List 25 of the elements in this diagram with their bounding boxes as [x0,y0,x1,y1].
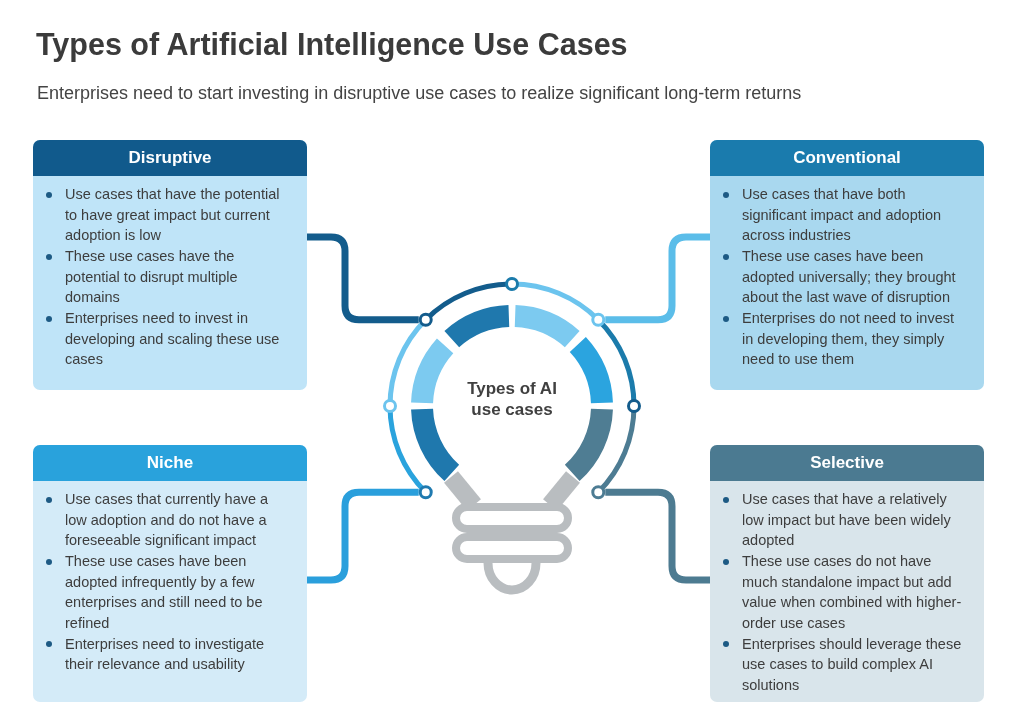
category-card [33,445,307,702]
bullet-text: Use cases that currently have a low adoption and do not have a foreseeable significant impact [65,490,270,550]
bullet-text: Use cases that have the potential to have great impact but current adoption is low [65,185,281,245]
card-header: Disruptive [33,140,307,176]
connector-line [307,233,419,324]
category-card [710,445,984,702]
bullet-text: Enterprises need to invest in developing and scaling these use cases [65,309,281,369]
card-header: Niche [33,445,307,481]
title: Types of Artificial Intelligence Use Cases [36,26,628,62]
category-card [33,140,307,390]
bullet-text: These use cases have the potential to disrupt multiple domains [65,247,239,307]
bullet-text: These use cases have been adopted universally; they brought about the last wave of disruption [742,247,957,307]
connector-line [307,488,419,584]
bullet-text: Use cases that have a relatively low impact but have been widely adopted [742,490,952,550]
bullet-text: Use cases that have both significant impact and adoption across industries [742,185,943,245]
bullet-text: These use cases do not have much standalone impact but add value when combined with higher-order use cases [742,552,963,633]
category-card [710,140,984,390]
card-header: Selective [710,445,984,481]
bulb-label: Types of AI use cases [466,378,558,420]
card-header: Conventional [710,140,984,176]
bullet-text: Enterprises should leverage these use cases to build complex AI solutions [742,634,963,695]
bullet-text: Enterprises do not need to invest in developing them, they simply need to use them [742,309,955,369]
bullet-text: These use cases have been adopted infrequently by a few enterprises and still need to be refined [65,552,264,633]
bullet-text: Enterprises need to investigate their relevance and usability [65,634,266,674]
subtitle: Enterprises need to start investing in disruptive use cases to realize significant long-term returns [37,82,802,105]
